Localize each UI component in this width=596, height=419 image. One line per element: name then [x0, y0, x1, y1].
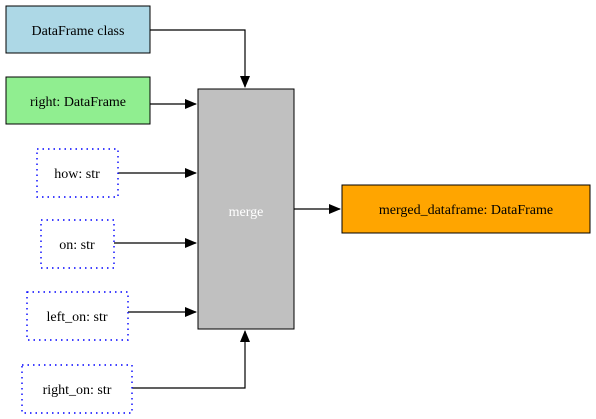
node-merged-dataframe-label: merged_dataframe: DataFrame [379, 203, 553, 218]
node-left-on-label: left_on: str [46, 310, 107, 325]
node-how-label: how: str [54, 167, 100, 182]
node-how-box [36, 148, 119, 198]
node-left-on: left_on: str [26, 291, 129, 341]
node-merge-label: merge [229, 205, 264, 220]
node-merged-dataframe: merged_dataframe: DataFrame [341, 184, 591, 234]
node-right-on-label: right_on: str [43, 383, 112, 398]
node-how: how: str [36, 148, 119, 198]
node-dataframe-class-box [5, 5, 151, 54]
node-right-label: right: DataFrame [30, 95, 126, 110]
edge-right-on-to-merge [132, 330, 250, 389]
edge-dataframe-class-to-merge [150, 29, 250, 88]
node-dataframe-class-label: DataFrame class [32, 24, 125, 39]
node-right-on-box [21, 364, 133, 414]
node-merge-box [197, 88, 295, 330]
node-right: right: DataFrame [5, 76, 151, 125]
node-dataframe-class: DataFrame class [5, 5, 151, 54]
node-merged-dataframe-box [341, 184, 591, 234]
node-merge: merge [197, 88, 295, 330]
node-right-box [5, 76, 151, 125]
node-on-label: on: str [59, 238, 95, 253]
node-on: on: str [40, 219, 115, 269]
node-left-on-box [26, 291, 129, 341]
edges [114, 29, 341, 389]
node-right-on: right_on: str [21, 364, 133, 414]
